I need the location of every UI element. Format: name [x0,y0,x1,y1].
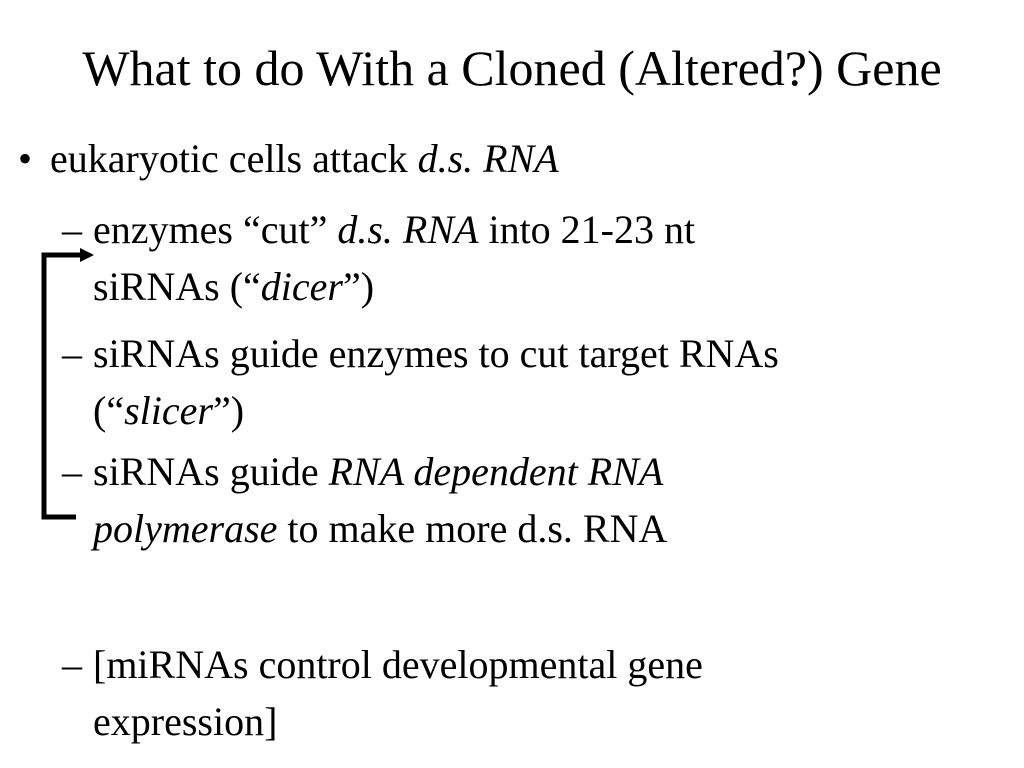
main-bullet: • eukaryotic cells attack d.s. RNA [18,133,559,185]
main-bullet-text: eukaryotic cells attack [50,136,418,181]
sub-item-slicer: – siRNAs guide enzymes to cut target RNA… [62,325,993,439]
sub-item-line: expression] [93,699,278,744]
cycle-arrow-icon [41,248,94,520]
sub-item-dicer: – enzymes “cut” d.s. RNA into 21-23 nt s… [62,201,993,315]
text-run-italic: d.s. RNA [337,207,479,252]
sub-item-mirnas: – [miRNAs control developmental gene exp… [62,636,993,750]
text-run: ”) [342,264,375,309]
bullet-marker: • [18,136,33,181]
sub-item-dash: – [62,449,82,494]
text-run: enzymes “cut” [93,207,338,252]
sub-item-line: siRNAs guide enzymes to cut target RNAs [93,331,779,376]
text-run: into 21-23 nt [478,207,696,252]
sub-item-line: enzymes “cut” d.s. RNA into 21-23 nt [93,201,993,258]
sub-item-line: siRNAs guide RNA dependent RNA [93,443,993,500]
text-run-italic: slicer [124,388,213,433]
main-bullet-italic: d.s. RNA [417,136,559,181]
sub-item-line: polymerase to make more d.s. RNA [93,500,993,557]
sub-item-line: siRNAs (“dicer”) [93,258,993,315]
sub-item-dash: – [62,207,82,252]
text-run-italic: RNA dependent RNA [328,449,664,494]
text-run: (“ [93,388,125,433]
sub-item-dash: – [62,331,82,376]
sub-item-line: [miRNAs control developmental gene [93,642,703,687]
text-run: siRNAs (“ [93,264,261,309]
sub-item-polymerase: – siRNAs guide RNA dependent RNA polymer… [62,443,993,557]
text-run-italic: polymerase [93,506,278,551]
text-run: siRNAs guide [93,449,329,494]
text-run: to make more d.s. RNA [277,506,668,551]
text-run-italic: dicer [260,264,343,309]
sub-item-line: (“slicer”) [93,382,993,439]
slide-title: What to do With a Cloned (Altered?) Gene [82,40,942,96]
sub-item-dash: – [62,642,82,687]
text-run: ”) [212,388,245,433]
